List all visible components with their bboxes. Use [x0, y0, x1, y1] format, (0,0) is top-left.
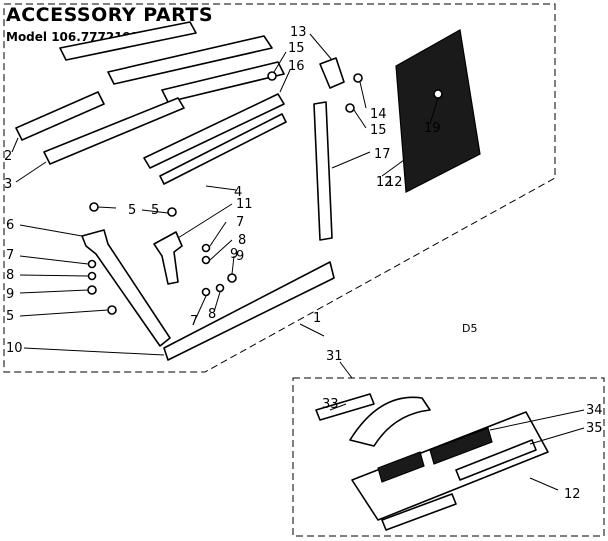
washer-8-left — [87, 271, 97, 281]
callout-label: 19 — [424, 121, 441, 136]
side-post-part-17 — [313, 101, 333, 241]
callout-label: 7 — [190, 314, 198, 329]
channel-part-4-upper — [143, 93, 285, 169]
callout-label: 6 — [6, 218, 14, 233]
callout-label: 8 — [208, 307, 216, 322]
callout-labels: 1 2 3 4 5 5 5 6 7 7 7 8 8 8 9 9 9 10 11 … — [4, 25, 603, 502]
screw-15-top — [267, 71, 277, 81]
leader-lines — [11, 33, 585, 491]
diagram-code: D5 — [462, 322, 478, 335]
callout-label: 10 — [6, 341, 23, 356]
callout-label: 4 — [234, 185, 242, 200]
callout-label: 12 — [386, 175, 403, 190]
callout-label: 8 — [238, 233, 246, 248]
gasket-loop-part-33 — [349, 396, 431, 447]
callout-label: 3 — [4, 177, 12, 192]
callout-label: 5 — [151, 203, 159, 218]
callout-label: 9 — [230, 247, 238, 262]
kit-dashed-frame — [292, 377, 605, 537]
screw-5-right — [167, 207, 177, 217]
angle-strip-part-12-kit — [381, 493, 457, 531]
foam-strip-part-33 — [315, 393, 375, 421]
main-dashed-frame — [3, 3, 556, 373]
filler-strip-mid-right — [161, 61, 285, 103]
nut-9-right — [227, 273, 237, 283]
clip-part-13 — [319, 57, 345, 89]
callout-label: 14 — [370, 107, 387, 122]
channel-part-4-lower — [159, 113, 287, 185]
channel-part-3 — [43, 97, 185, 165]
diagram-title: ACCESSORY PARTS — [6, 4, 214, 26]
callout-label: 16 — [288, 59, 305, 74]
callout-label: 1 — [313, 311, 321, 326]
callout-label: 8 — [6, 268, 14, 283]
screw-5-left — [89, 202, 99, 212]
bracket-part-11 — [153, 231, 183, 285]
callout-label: 15 — [288, 41, 305, 56]
filler-strip-top-right — [107, 35, 273, 85]
callout-label: 7 — [236, 215, 244, 230]
support-leg-part-6 — [81, 229, 171, 347]
kit-plate-part-34 — [351, 411, 549, 521]
washer-8-lower — [215, 283, 225, 293]
callout-label: 5 — [128, 203, 136, 218]
foam-block-right — [429, 427, 493, 465]
callout-label: 2 — [4, 149, 12, 164]
channel-part-35 — [455, 439, 537, 481]
filler-strip-part-2 — [15, 91, 105, 141]
screw-5-lower — [107, 305, 117, 315]
callout-label: 12 — [376, 175, 393, 190]
screw-14 — [353, 73, 363, 83]
callout-label: 13 — [290, 25, 307, 40]
callout-label: 12 — [564, 487, 581, 502]
sill-bar-part-10 — [163, 261, 335, 361]
callout-label: 9 — [6, 287, 14, 302]
washer-8-right — [201, 255, 211, 265]
washer-7-right — [201, 243, 211, 253]
callout-label: 34 — [586, 403, 603, 418]
nut-9-left — [87, 285, 97, 295]
filler-strip-top-left — [59, 21, 197, 61]
washer-7-lower — [201, 287, 211, 297]
callout-label: 15 — [370, 123, 387, 138]
side-panel-part-12 — [395, 29, 481, 193]
callout-label: 35 — [586, 421, 603, 436]
screw-15-mid — [345, 103, 355, 113]
callout-label: 7 — [6, 248, 14, 263]
washer-7-left — [87, 259, 97, 269]
callout-label: 11 — [236, 197, 253, 212]
callout-label: 9 — [236, 249, 244, 264]
foam-block-left — [377, 451, 425, 483]
callout-label: 31 — [326, 349, 343, 364]
callout-label: 17 — [374, 147, 391, 162]
screw-19 — [433, 89, 443, 99]
callout-label: 33 — [322, 397, 339, 412]
callout-label: 5 — [6, 309, 14, 324]
